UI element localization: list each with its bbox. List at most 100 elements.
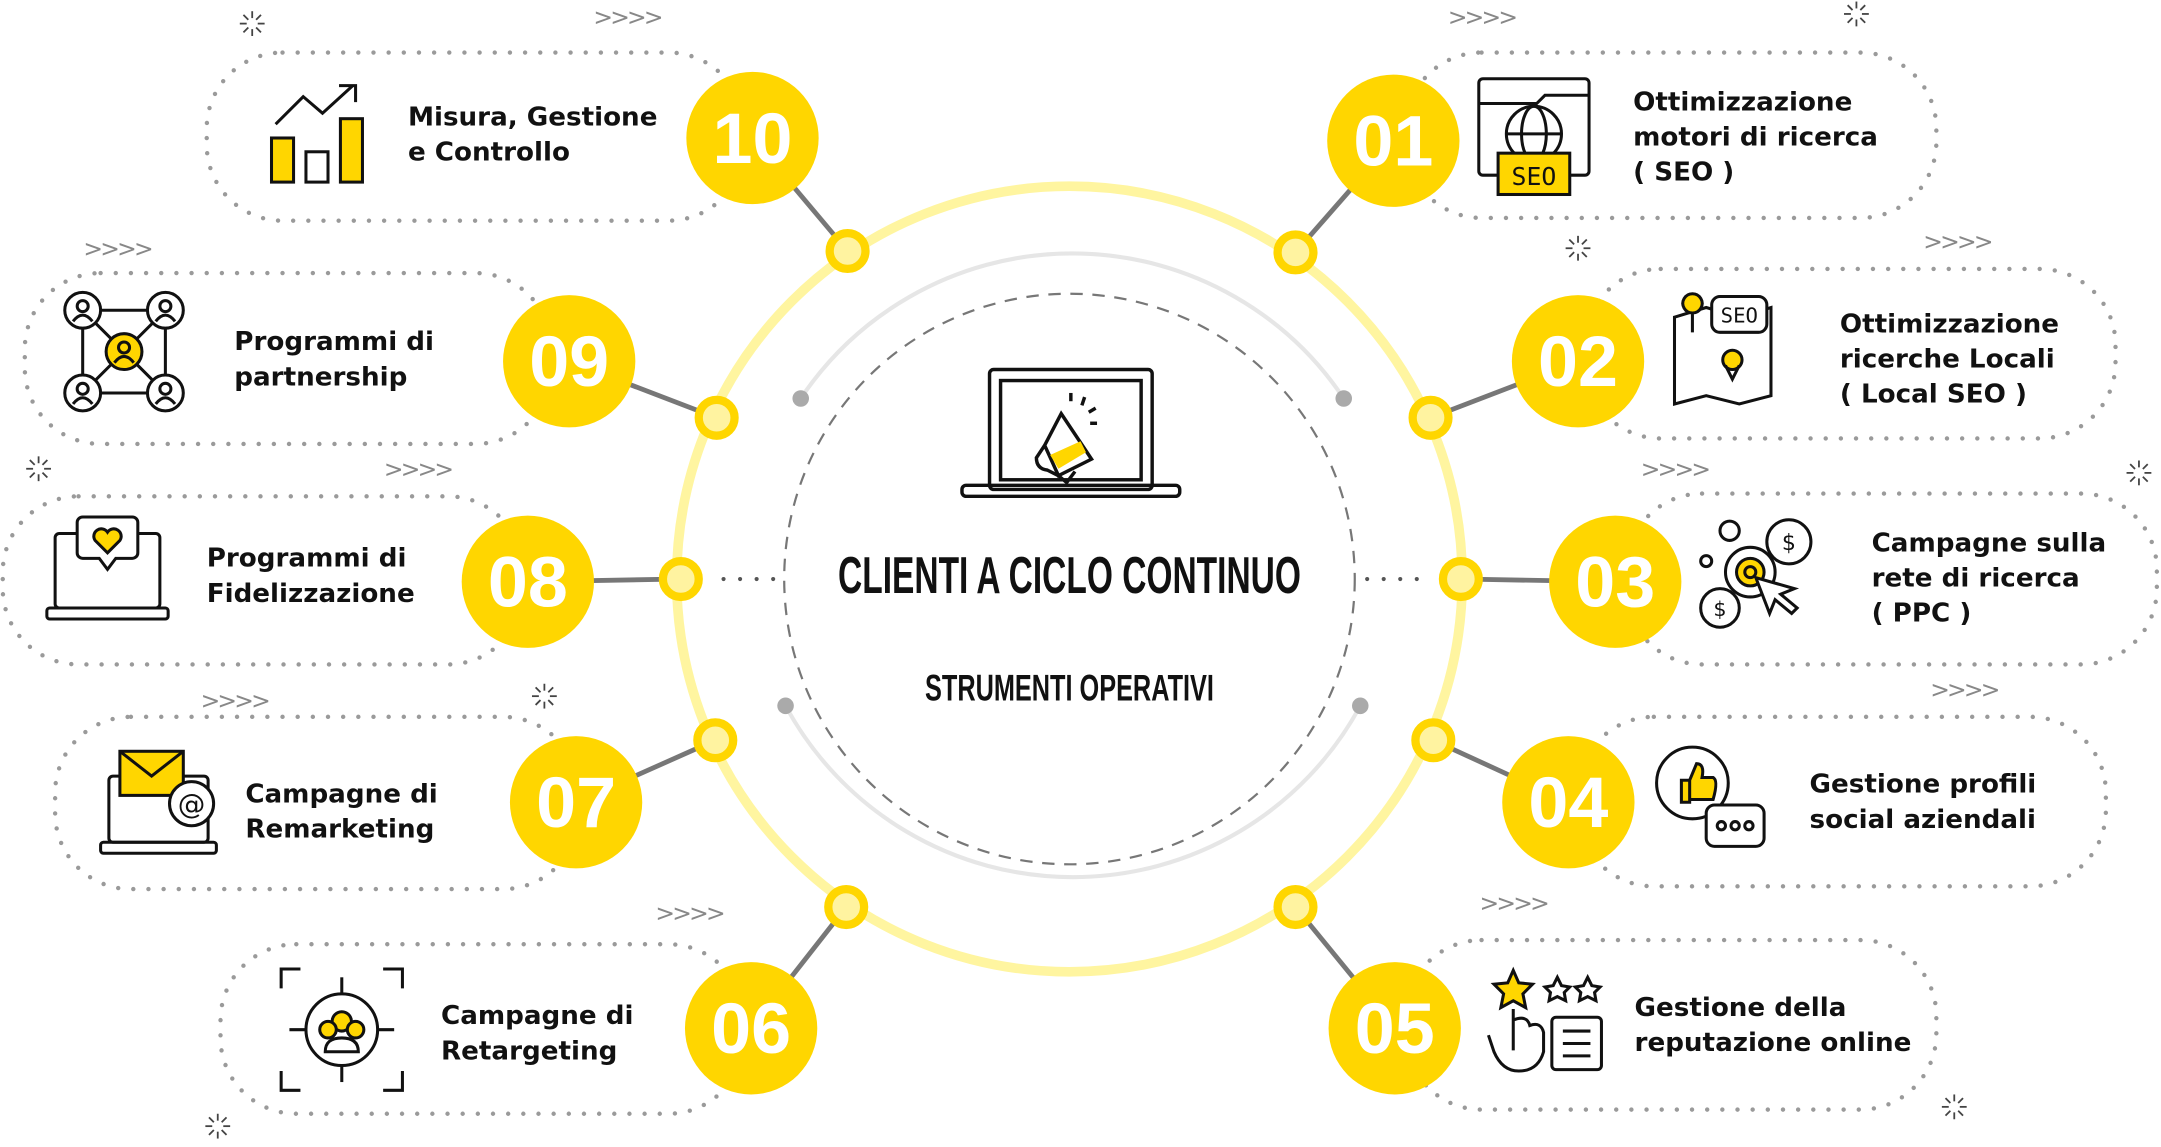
step-label-line: ( SEO ) bbox=[1633, 158, 1734, 188]
chevrons-decor: >>>> bbox=[593, 3, 662, 31]
step-label-line: Campagne di bbox=[441, 1001, 633, 1031]
number-badge bbox=[1328, 962, 1461, 1095]
number-badge bbox=[684, 962, 818, 1095]
step-07: 07 Campagne di Remarketing @ bbox=[52, 714, 738, 892]
step-label-line: Retargeting bbox=[441, 1036, 617, 1066]
main-title: CLIENTI A CICLO CONTINUO bbox=[838, 546, 1301, 604]
step-04: 04 Gestione profili social aziendali bbox=[1411, 714, 2109, 889]
dotted-card bbox=[0, 494, 526, 667]
step-label-line: social aziendali bbox=[1810, 805, 2036, 835]
chevrons-decor: >>>> bbox=[655, 899, 724, 927]
step-label-line: Gestione della bbox=[1635, 993, 1847, 1023]
arc-end-dot bbox=[792, 390, 809, 407]
arc-end-dot bbox=[777, 697, 794, 715]
chevrons-decor: >>>> bbox=[83, 235, 152, 263]
step-label-line: Ottimizzazione bbox=[1840, 309, 2059, 339]
chevrons-decor: >>>> bbox=[1641, 455, 1710, 483]
chevrons-decor: >>>> bbox=[1923, 228, 1992, 256]
step-label-line: ricerche Locali bbox=[1840, 344, 2055, 374]
number-badge bbox=[1327, 74, 1460, 207]
chevrons-decor: >>>> bbox=[1480, 889, 1549, 917]
step-number: 01 bbox=[1353, 102, 1433, 182]
dotted-card bbox=[22, 270, 554, 447]
laptop-megaphone-icon bbox=[960, 367, 1182, 499]
step-10: 10 Misura, Gestione e Controllo bbox=[204, 50, 870, 274]
step-label-line: Programmi di bbox=[207, 544, 407, 574]
subtitle: STRUMENTI OPERATIVI bbox=[925, 666, 1214, 708]
step-label-line: partnership bbox=[234, 362, 407, 392]
inner-dashed-circle bbox=[783, 292, 1356, 866]
seo-icon-label: SEO bbox=[1512, 162, 1557, 191]
step-label-line: Remarketing bbox=[245, 814, 434, 844]
chevrons-decor: >>>> bbox=[1930, 676, 1999, 704]
step-number: 08 bbox=[488, 543, 568, 623]
number-badge bbox=[509, 736, 643, 869]
number-badge bbox=[1502, 736, 1635, 869]
ring-node bbox=[693, 718, 738, 763]
step-label-line: Misura, Gestione bbox=[408, 103, 658, 133]
number-badge bbox=[1511, 295, 1645, 428]
ring-node bbox=[825, 228, 870, 274]
target-audience-icon bbox=[279, 967, 404, 1092]
step-label-line: Campagne di bbox=[245, 779, 437, 809]
ring-node bbox=[694, 395, 739, 440]
number-badge bbox=[686, 71, 819, 205]
at-sign-glyph: @ bbox=[178, 788, 206, 820]
star-rating-icon bbox=[1487, 966, 1604, 1073]
sparkle-icon bbox=[531, 683, 557, 709]
dotted-card bbox=[204, 50, 747, 223]
upper-gray-arc bbox=[799, 251, 1346, 400]
chevrons-decor: >>>> bbox=[384, 455, 453, 483]
dotted-card bbox=[1403, 937, 1939, 1112]
partnership-network-icon bbox=[63, 290, 185, 413]
ring-node bbox=[658, 556, 703, 602]
seo-icon-label: SEO bbox=[1721, 304, 1758, 328]
loyalty-heart-laptop-icon bbox=[45, 515, 170, 621]
chevrons-decor: >>>> bbox=[1448, 3, 1517, 31]
subtitle-group: STRUMENTI OPERATIVI bbox=[925, 666, 1214, 708]
arc-end-dot bbox=[1352, 697, 1369, 715]
number-badge bbox=[461, 515, 594, 648]
step-label-line: Programmi di bbox=[234, 327, 434, 357]
step-label-line: Gestione profili bbox=[1810, 770, 2037, 800]
step-number: 02 bbox=[1538, 322, 1618, 402]
step-number: 04 bbox=[1528, 763, 1608, 843]
ring-node bbox=[1408, 395, 1453, 440]
sparkle-icon bbox=[1565, 235, 1591, 261]
dotted-card bbox=[1575, 714, 2109, 889]
step-08: 08 Programmi di Fidelizzazione bbox=[0, 494, 703, 667]
sparkle-icon bbox=[205, 1113, 231, 1139]
chevrons-decor: >>>> bbox=[201, 687, 270, 715]
sparkle-icon bbox=[239, 11, 265, 37]
ring-node bbox=[824, 884, 869, 930]
lower-gray-arc bbox=[783, 704, 1363, 880]
step-number: 03 bbox=[1575, 543, 1655, 623]
step-number: 09 bbox=[529, 322, 609, 402]
step-label-line: Fidelizzazione bbox=[207, 579, 415, 609]
step-label-line: motori di ricerca bbox=[1633, 123, 1878, 153]
local-seo-map-icon: SEO bbox=[1672, 292, 1773, 406]
number-badge bbox=[1549, 515, 1682, 648]
step-number: 07 bbox=[536, 763, 616, 843]
sparkle-icon bbox=[1941, 1094, 1967, 1120]
number-badge bbox=[503, 295, 636, 428]
social-like-chat-icon bbox=[1655, 745, 1766, 848]
seo-browser-icon: SEO bbox=[1477, 77, 1591, 197]
email-laptop-icon: @ bbox=[99, 749, 218, 855]
step-label-line: reputazione online bbox=[1635, 1028, 1912, 1058]
ring-node bbox=[1273, 884, 1318, 930]
dollar-glyph: $ bbox=[1713, 597, 1726, 621]
sparkle-icon bbox=[26, 456, 51, 482]
step-number: 10 bbox=[713, 99, 793, 179]
step-label-line: e Controllo bbox=[408, 138, 570, 168]
ring-node bbox=[1411, 718, 1456, 763]
step-label-line: Campagne sulla bbox=[1872, 528, 2107, 558]
ring-node bbox=[1273, 230, 1318, 275]
dollar-glyph: $ bbox=[1782, 531, 1796, 556]
